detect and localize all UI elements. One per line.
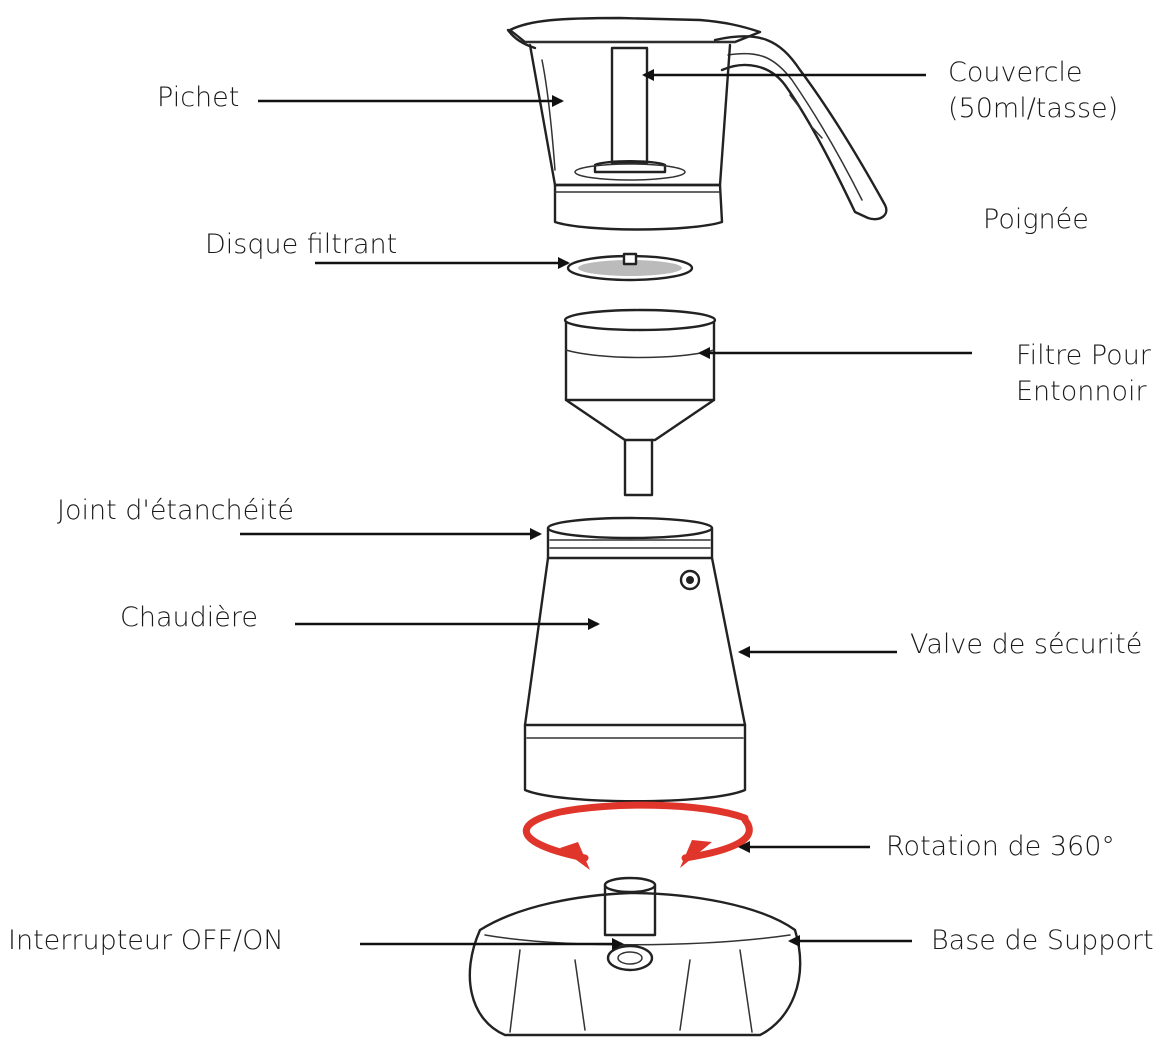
label-interrupteur: Interrupteur OFF/ON [8,925,284,956]
rotation-arrow-illustration [522,801,753,870]
base-illustration [468,876,802,1037]
label-valve: Valve de sécurité [910,629,1143,660]
label-rotation: Rotation de 360° [886,831,1115,862]
label-pichet: Pichet [157,82,240,113]
label-poignee: Poignée [983,204,1089,235]
label-filtre-entonnoir: Filtre Pour Entonnoir [1016,340,1151,407]
boiler-illustration [523,516,747,803]
label-couvercle: Couvercle (50ml/tasse) [948,57,1119,124]
label-joint: Joint d'étanchéité [57,495,294,526]
funnel-filter-illustration [563,308,717,497]
label-base: Base de Support [931,925,1154,956]
filter-disc-illustration [566,252,694,282]
label-arrows [240,69,972,950]
pitcher-illustration [506,16,888,231]
label-chaudiere: Chaudière [120,602,258,633]
label-disque-filtrant: Disque filtrant [205,229,398,260]
